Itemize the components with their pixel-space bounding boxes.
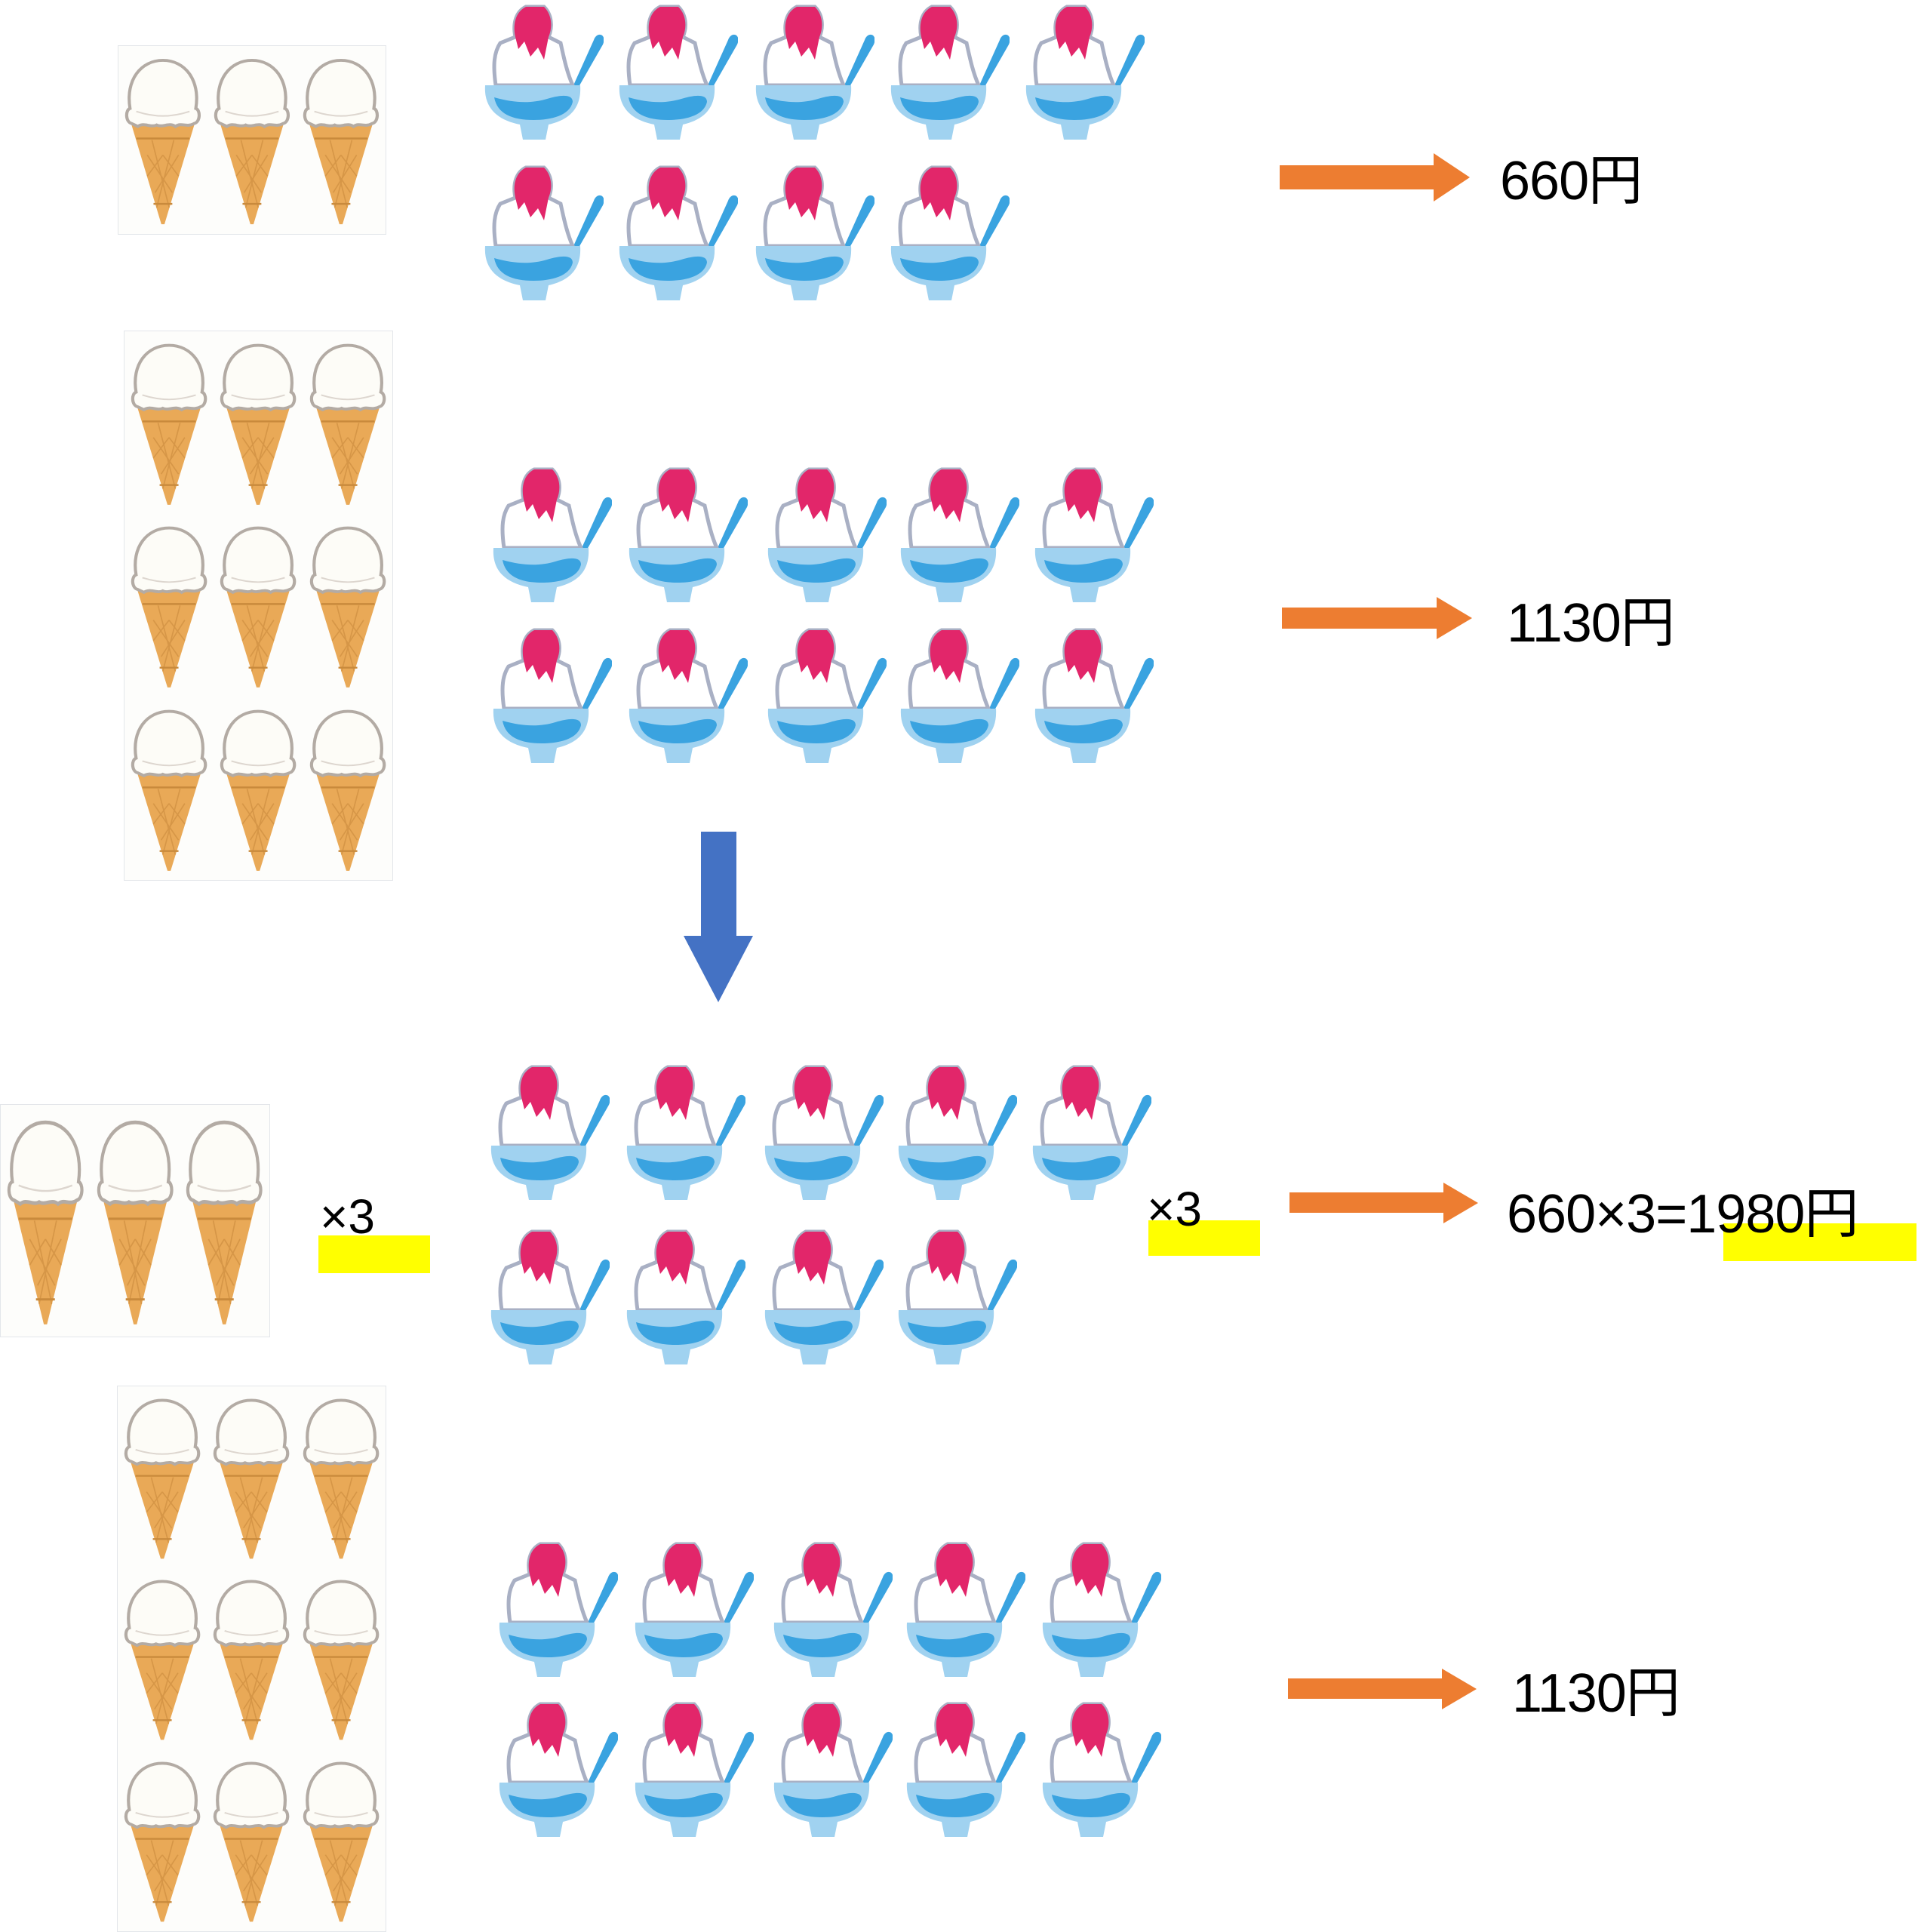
shaved-ice-icon	[487, 466, 612, 604]
ice-cream-cone-icon	[185, 1109, 263, 1332]
group-4-ice-cream-panel	[117, 1386, 386, 1932]
ice-cream-cone-icon	[219, 518, 297, 694]
shaved-ice-icon	[479, 165, 604, 302]
shaved-ice-multiplier-highlight	[1148, 1220, 1260, 1256]
shaved-ice-icon	[1029, 627, 1154, 764]
ice-cream-cone-icon	[212, 1390, 290, 1564]
ice-cream-cone-icon	[124, 50, 202, 230]
shaved-ice-icon	[479, 4, 604, 141]
shaved-ice-icon	[768, 1541, 893, 1678]
shaved-ice-icon	[1037, 1701, 1161, 1838]
ice-cream-cone-icon	[6, 1109, 85, 1332]
shaved-ice-icon	[768, 1701, 893, 1838]
group-2-ice-cream-panel	[124, 331, 393, 881]
shaved-ice-icon	[885, 4, 1010, 141]
ice-cream-cone-icon	[130, 701, 208, 877]
shaved-ice-icon	[893, 1064, 1017, 1201]
ice-cream-multiplier: ×3	[320, 1189, 375, 1244]
shaved-ice-icon	[1037, 1541, 1161, 1678]
ice-cream-cone-icon	[123, 1390, 201, 1564]
arrow-shape	[1288, 1669, 1477, 1709]
shaved-ice-icon	[885, 165, 1010, 302]
shaved-ice-icon	[759, 1229, 884, 1366]
group-4-orange-arrow-icon	[1288, 1669, 1477, 1709]
ice-cream-cone-icon	[123, 1571, 201, 1746]
ice-cream-cone-icon	[130, 335, 208, 511]
shaved-ice-icon	[1029, 466, 1154, 604]
shaved-ice-icon	[893, 1229, 1017, 1366]
ice-cream-cone-icon	[302, 1571, 380, 1746]
shaved-ice-icon	[895, 466, 1019, 604]
ice-cream-cone-icon	[309, 701, 387, 877]
ice-cream-cone-icon	[130, 518, 208, 694]
shaved-ice-icon	[762, 627, 887, 764]
blue-down-arrow-icon	[684, 832, 753, 1002]
shaved-ice-icon	[750, 165, 874, 302]
shaved-ice-icon	[621, 1064, 745, 1201]
shaved-ice-multiplier: ×3	[1147, 1182, 1202, 1236]
group-3-orange-arrow-icon	[1289, 1183, 1478, 1223]
shaved-ice-icon	[613, 165, 738, 302]
ice-cream-cone-icon	[302, 50, 380, 230]
group-3-price-equation: 660×3=1980円	[1507, 1184, 1858, 1244]
shaved-ice-icon	[493, 1541, 618, 1678]
shaved-ice-icon	[901, 1701, 1025, 1838]
ice-cream-multiplier-highlight	[318, 1235, 430, 1273]
group-1-orange-arrow-icon	[1280, 153, 1470, 202]
shaved-ice-icon	[485, 1229, 610, 1366]
arrow-shape	[1289, 1183, 1478, 1223]
shaved-ice-icon	[895, 627, 1019, 764]
ice-cream-cone-icon	[213, 50, 291, 230]
shaved-ice-icon	[613, 4, 738, 141]
ice-cream-cone-icon	[123, 1753, 201, 1927]
shaved-ice-icon	[759, 1064, 884, 1201]
group-1-price: 660円	[1500, 151, 1643, 211]
shaved-ice-icon	[1020, 4, 1145, 141]
shaved-ice-icon	[1027, 1064, 1151, 1201]
shaved-ice-icon	[621, 1229, 745, 1366]
ice-cream-cone-icon	[309, 335, 387, 511]
group-3-ice-cream-panel	[0, 1104, 270, 1337]
shaved-ice-icon	[901, 1541, 1025, 1678]
shaved-ice-icon	[629, 1541, 754, 1678]
arrow-shape	[1282, 597, 1472, 639]
shaved-ice-icon	[750, 4, 874, 141]
shaved-ice-icon	[485, 1064, 610, 1201]
ice-cream-cone-icon	[219, 701, 297, 877]
shaved-ice-icon	[762, 466, 887, 604]
group-1-ice-cream-panel	[118, 45, 386, 235]
ice-cream-cone-icon	[212, 1753, 290, 1927]
shaved-ice-icon	[493, 1701, 618, 1838]
result-highlight	[1723, 1223, 1916, 1261]
shaved-ice-icon	[629, 1701, 754, 1838]
ice-cream-cone-icon	[309, 518, 387, 694]
arrow-shape	[1280, 153, 1470, 202]
ice-cream-cone-icon	[219, 335, 297, 511]
arrow-shape	[684, 832, 753, 1002]
shaved-ice-icon	[623, 466, 748, 604]
group-2-orange-arrow-icon	[1282, 597, 1472, 639]
ice-cream-cone-icon	[212, 1571, 290, 1746]
group-2-price: 1130円	[1507, 593, 1675, 654]
ice-cream-cone-icon	[302, 1390, 380, 1564]
shaved-ice-icon	[487, 627, 612, 764]
shaved-ice-icon	[623, 627, 748, 764]
ice-cream-cone-icon	[96, 1109, 174, 1332]
group-4-price: 1130円	[1512, 1663, 1680, 1724]
ice-cream-cone-icon	[302, 1753, 380, 1927]
